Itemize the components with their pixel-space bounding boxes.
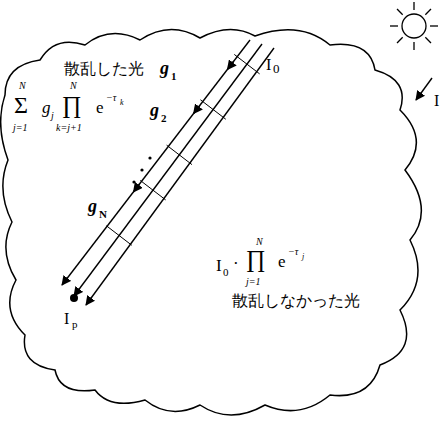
math-index: N <box>19 80 26 92</box>
scatter-label: g <box>160 58 169 79</box>
scatter-label: g <box>150 100 159 121</box>
intensity-index: 0 <box>273 62 280 77</box>
ellipsis-dot <box>140 168 143 171</box>
scatter-arrowhead <box>194 106 200 114</box>
math-symbol: ∏ <box>62 92 82 120</box>
math-variable: g <box>42 98 51 118</box>
math-index: j=1 <box>246 276 261 288</box>
math-index: 0 <box>223 266 229 279</box>
math-variable: e <box>278 252 286 272</box>
math-exponent: −τ <box>106 92 116 104</box>
layer-tick <box>200 100 225 119</box>
incident-arrow <box>416 78 432 100</box>
layer-tick <box>106 226 131 245</box>
ellipsis-dot <box>132 180 135 183</box>
ellipsis-dot <box>148 156 151 159</box>
scatter-index: 1 <box>171 70 177 83</box>
math-index: j <box>51 110 54 122</box>
scatter-index: 2 <box>161 112 167 125</box>
scatter-index: N <box>99 208 107 221</box>
math-index: j <box>302 252 304 261</box>
scatter-arrowhead <box>227 61 233 69</box>
intensity-label: I <box>266 56 271 74</box>
caption-text: 散乱しなかった光 <box>232 292 360 310</box>
light-ray <box>74 44 262 296</box>
math-index: N <box>70 80 77 92</box>
math-index: N <box>256 236 263 248</box>
layer-tick <box>140 180 165 199</box>
layer-tick <box>234 54 259 73</box>
observer-point <box>70 294 78 302</box>
cloud-outline <box>1 29 422 415</box>
layer-tick <box>167 145 192 164</box>
light-ray <box>86 48 274 305</box>
math-symbol: Σ <box>14 92 28 120</box>
scatter-label: g <box>88 196 97 217</box>
math-symbol: ∏ <box>246 246 266 274</box>
intensity-label: I <box>434 92 439 110</box>
math-exponent: −τ <box>288 246 298 258</box>
scatter-arrowhead <box>133 184 139 192</box>
point-label: I <box>64 310 69 328</box>
math-index: k=j+1 <box>56 122 82 134</box>
math-variable: e <box>96 98 104 118</box>
point-index: p <box>72 318 78 331</box>
math-symbol: · <box>233 254 239 274</box>
light-ray <box>62 40 250 285</box>
math-variable: I <box>216 256 222 276</box>
sun-icon <box>390 2 438 50</box>
math-index: k <box>120 98 124 107</box>
math-index: j=1 <box>13 122 28 134</box>
caption-text: 散乱した光 <box>64 60 144 78</box>
